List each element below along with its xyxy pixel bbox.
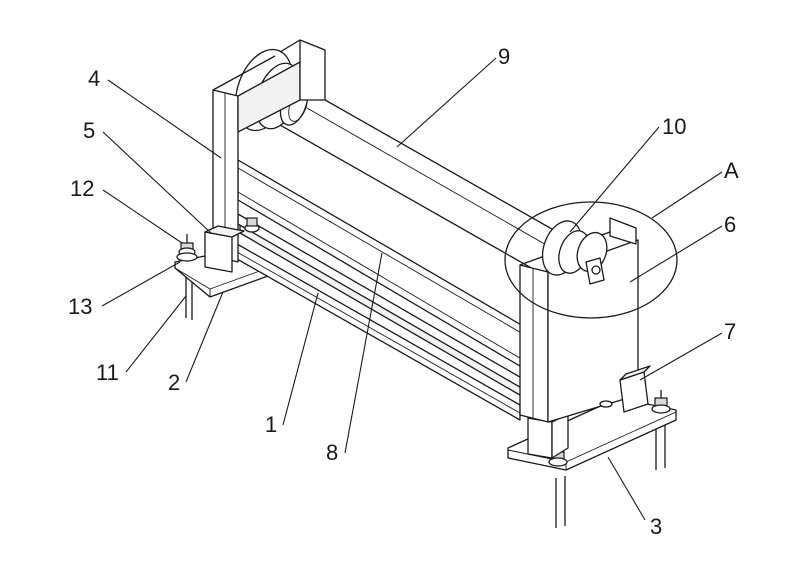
leader-10 (569, 126, 660, 233)
left-base-assembly (174, 234, 269, 320)
callout-9: 9 (498, 44, 510, 69)
left-clamp-top (204, 225, 245, 238)
callout-10: 10 (662, 114, 686, 139)
leader-5 (102, 131, 212, 234)
upper-roller-body (279, 79, 581, 291)
left-upright-front (212, 89, 239, 263)
leader-1 (282, 292, 319, 426)
callout-2: 2 (168, 370, 180, 395)
callout-4: 4 (88, 66, 100, 91)
left-upright-back-flange (299, 39, 326, 101)
leader-8 (344, 252, 383, 454)
lower-roller-shadow (237, 191, 531, 365)
leader-a (651, 171, 723, 219)
callout-12: 12 (70, 176, 94, 201)
right-back-washer (651, 404, 671, 414)
callout-labels: 4 5 12 13 11 2 1 8 9 10 A 6 7 3 (68, 44, 739, 539)
leader-6 (629, 225, 723, 283)
leader-2 (185, 291, 224, 383)
left-plate-edge (174, 267, 211, 290)
callout-7: 7 (724, 319, 736, 344)
left-clamp-block (204, 231, 233, 273)
right-front-washer (548, 457, 568, 467)
base-beam-line (229, 247, 521, 414)
callout-a: A (724, 158, 739, 183)
leader-12 (102, 189, 183, 244)
left-upright-top-edge (212, 55, 276, 91)
left-washer (176, 252, 198, 262)
leader-11 (125, 295, 187, 373)
callout-8: 8 (326, 440, 338, 465)
right-upright-front (519, 264, 549, 423)
bracket-bolt-icon (591, 265, 601, 275)
leader-9 (396, 57, 497, 148)
callout-3: 3 (650, 514, 662, 539)
callout-6: 6 (724, 212, 736, 237)
upper-roller-highlight (285, 95, 577, 263)
right-clamp-top (619, 365, 651, 381)
left-upright (204, 39, 326, 273)
detail-circle-a (504, 201, 678, 319)
callout-13: 13 (68, 294, 92, 319)
right-upright (519, 217, 651, 423)
leader-13 (101, 261, 181, 307)
right-plate-edge-2 (565, 411, 677, 463)
leader-7 (639, 332, 723, 381)
left-upright-top-edge-2 (279, 39, 301, 53)
inner-bolt-right (599, 400, 613, 408)
right-foot-block (527, 417, 553, 459)
leader-3 (607, 456, 646, 521)
callout-11: 11 (96, 360, 119, 385)
leader-4 (107, 79, 222, 159)
inner-bolt-left-head (246, 217, 258, 227)
leader-lines (101, 57, 723, 521)
lower-roller-highlight (237, 167, 531, 339)
callout-1: 1 (265, 412, 277, 437)
callout-5: 5 (83, 118, 95, 143)
right-upright-flange (609, 217, 637, 245)
